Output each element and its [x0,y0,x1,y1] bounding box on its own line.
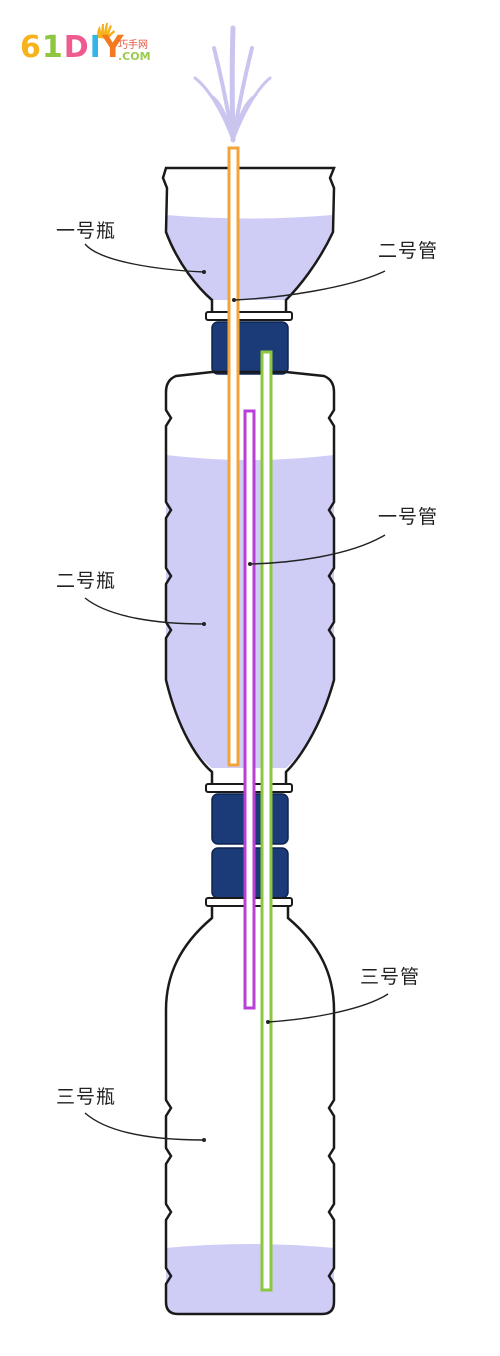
water-fountain-spray [193,25,272,143]
label-tube-3: 三号管 [360,966,421,988]
bottle-3-water [166,1244,334,1314]
leader-tube2 [233,270,386,301]
leader-tube1 [249,534,386,565]
label-bottle-2: 二号瓶 [56,570,117,592]
cap-upper [211,321,289,375]
hand-icon [97,23,115,39]
leader-dots [202,270,270,1142]
label-tube-1: 一号管 [378,506,439,528]
leader-bottle2 [84,597,205,625]
leader-lines [84,243,389,1141]
bottle-1 [161,166,336,321]
bottle-3-outline [164,906,336,1316]
label-tube-2: 二号管 [378,240,439,262]
leader-bottle3 [84,1112,205,1141]
site-logo: 61DIY 巧手网 .COM [20,22,170,70]
tube-3 [260,350,273,1292]
label-bottle-3: 三号瓶 [56,1086,117,1108]
logo-subtitle: 巧手网 [118,40,148,51]
leader-bottle1 [84,243,205,273]
logo-domain: .COM [118,50,151,63]
logo-wordmark: 61DIY [20,30,125,65]
tube-2 [227,146,240,767]
label-bottle-1: 一号瓶 [56,220,117,242]
bottle-1-water [166,215,332,300]
tube-1 [243,409,256,1010]
leader-tube3 [267,993,389,1023]
